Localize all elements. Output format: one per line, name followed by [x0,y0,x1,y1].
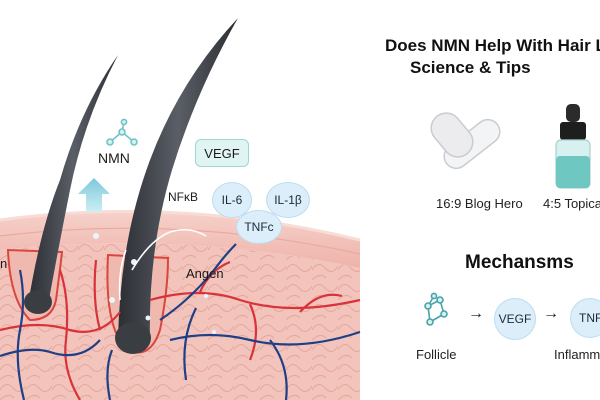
follicle-molecule-icon [424,292,448,326]
up-arrow-icon [78,178,110,212]
signal-arrows [118,228,207,301]
topical-caption: 4:5 Topica [543,196,600,211]
inflamm-caption: Inflamm [554,347,600,362]
hair-bulb-right [115,322,151,354]
sparkles [93,233,216,334]
angen-label: Angen [186,266,224,281]
mech-tnf-bubble: TNF [570,298,600,338]
nfkb-label: NFκB [168,190,198,204]
hair-shaft-right [118,18,238,340]
nmn-label: NMN [98,150,130,166]
hair-bulb-left [24,290,52,314]
mechanisms-heading: Mechansms [465,252,574,273]
blog-hero-caption: 16:9 Blog Hero [436,196,523,211]
vegf-tag: VEGF [195,139,249,167]
dropper-bottle-icon [555,104,591,189]
mech-vegf-bubble: VEGF [494,298,536,340]
follicle-caption: Follicle [416,347,457,362]
hair-shaft-left [28,55,118,305]
edge-label: n [0,256,8,271]
capsule-icon [430,112,501,170]
tnf-bubble: TNFc [236,210,282,244]
il1b-bubble: IL-1β [266,182,310,218]
dermis [0,243,360,400]
nmn-molecule-icon [106,118,138,146]
page-title-line2: Science & Tips [410,58,531,77]
page-title-line1: Does NMN Help With Hair L [385,36,600,55]
arrow-2-icon: → [543,305,559,322]
veins [0,243,361,400]
arrow-1-icon: → [468,305,484,322]
